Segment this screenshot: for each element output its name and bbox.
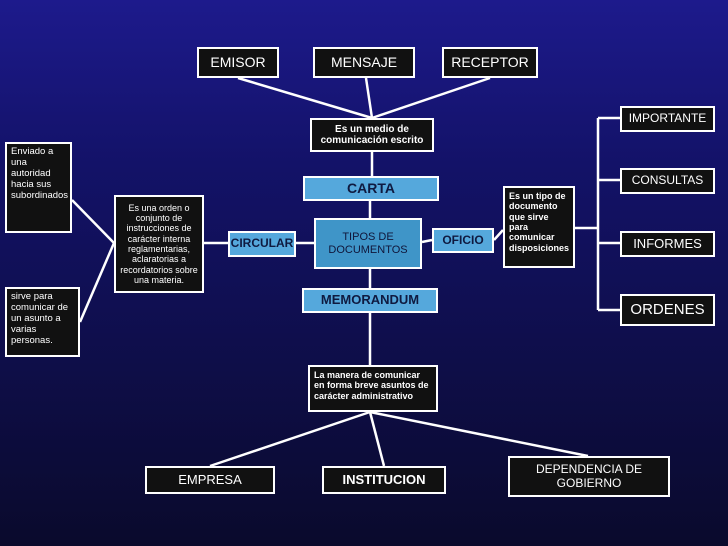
left-note-1-text: Enviado a una autoridad hacia sus subord…: [11, 146, 69, 201]
line-note1: [71, 199, 115, 244]
left-note-1: Enviado a una autoridad hacia sus subord…: [5, 142, 72, 233]
importante-box: IMPORTANTE: [620, 106, 715, 132]
institucion-label: INSTITUCION: [342, 471, 426, 487]
carta-description: Es un medio de comunicación escrito: [310, 118, 434, 152]
mensaje-label: MENSAJE: [330, 54, 398, 71]
ordenes-box: ORDENES: [620, 294, 715, 326]
empresa-label: EMPRESA: [178, 471, 242, 487]
importante-label: IMPORTANTE: [628, 111, 707, 126]
line-note2: [78, 242, 116, 323]
circular-box: CIRCULAR: [228, 231, 296, 257]
oficio-box: OFICIO: [432, 228, 494, 253]
line-receptor: [371, 76, 491, 120]
carta-description-text: Es un medio de comunicación escrito: [320, 123, 424, 147]
memorandum-description-text: La manera de comunicar en forma breve as…: [314, 370, 429, 401]
dependencia-box: DEPENDENCIA DE GOBIERNO: [508, 456, 670, 497]
oficio-description: Es un tipo de documento que sirve para c…: [503, 186, 575, 268]
line-emisor: [237, 76, 373, 120]
receptor-label: RECEPTOR: [451, 54, 529, 71]
oficio-description-text: Es un tipo de documento que sirve para c…: [509, 191, 570, 253]
consultas-box: CONSULTAS: [620, 168, 715, 194]
circular-description: Es una orden o conjunto de instrucciones…: [114, 195, 204, 293]
line-dependencia: [369, 410, 589, 458]
emisor-box: EMISOR: [197, 47, 279, 78]
memorandum-description: La manera de comunicar en forma breve as…: [308, 365, 438, 412]
carta-box: CARTA: [303, 176, 439, 201]
ordenes-label: ORDENES: [630, 301, 705, 319]
consultas-label: CONSULTAS: [631, 173, 704, 188]
circular-description-text: Es una orden o conjunto de instrucciones…: [120, 202, 198, 286]
circular-label: CIRCULAR: [230, 236, 294, 251]
dependencia-label: DEPENDENCIA DE GOBIERNO: [535, 461, 643, 490]
line-empresa: [209, 410, 371, 468]
empresa-box: EMPRESA: [145, 466, 275, 494]
mensaje-box: MENSAJE: [313, 47, 415, 78]
center-label: TIPOS DE DOCUMENTOS: [328, 230, 408, 256]
center-box: TIPOS DE DOCUMENTOS: [314, 218, 422, 269]
receptor-box: RECEPTOR: [442, 47, 538, 78]
emisor-label: EMISOR: [210, 54, 266, 71]
memorandum-box: MEMORANDUM: [302, 288, 438, 313]
line-oficio-desc: [493, 229, 504, 241]
oficio-label: OFICIO: [442, 232, 484, 247]
line-institucion: [368, 411, 386, 467]
informes-label: INFORMES: [633, 235, 702, 251]
carta-label: CARTA: [347, 180, 395, 197]
left-note-2-text: sirve para comunicar de un asunto a vari…: [11, 291, 69, 346]
left-note-2: sirve para comunicar de un asunto a vari…: [5, 287, 80, 357]
informes-box: INFORMES: [620, 231, 715, 257]
institucion-box: INSTITUCION: [322, 466, 446, 494]
line-mensaje: [364, 77, 374, 119]
memorandum-label: MEMORANDUM: [320, 292, 420, 308]
line-center-oficio: [421, 238, 433, 244]
